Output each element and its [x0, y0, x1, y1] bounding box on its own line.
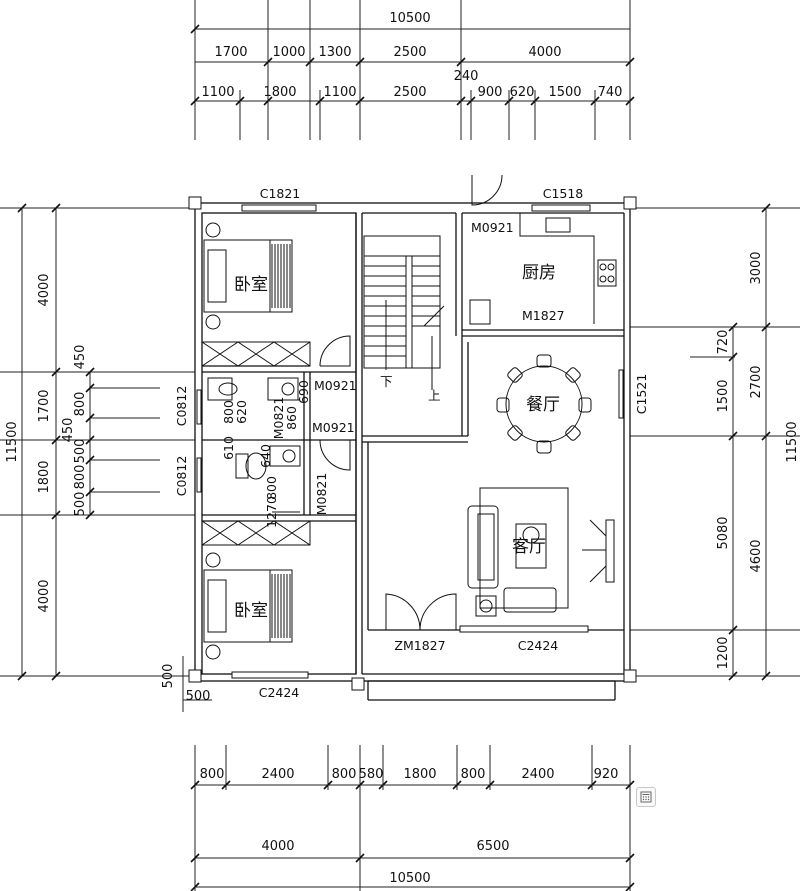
dim-top-row2: 1100	[323, 85, 356, 100]
dim-top-row2: 1100	[201, 85, 234, 100]
dim-left-inner: 450	[61, 418, 76, 443]
dim-left-outer: 4000	[37, 579, 52, 612]
dim-right-outer: 4600	[749, 539, 764, 572]
dim-top-row1: 2500	[393, 45, 426, 60]
stairs-down-label: 下	[380, 374, 393, 389]
bath-dim: 800	[221, 400, 236, 424]
window-label: C2424	[259, 685, 300, 700]
bath-dim: 690	[296, 380, 311, 404]
door-label: ZM1827	[394, 638, 445, 653]
dim-left-total: 11500	[5, 421, 20, 462]
dim-left-inner: 500	[73, 492, 88, 517]
dim-bottom-row1: 2400	[521, 767, 554, 782]
dim-bottom-row1: 920	[594, 767, 619, 782]
bath-dim: 1270	[264, 496, 279, 528]
dim-bottom-total: 10500	[389, 871, 430, 886]
dim-top-row2: 2500	[393, 85, 426, 100]
dim-top-row1: 4000	[528, 45, 561, 60]
dim-top-row1: 1700	[214, 45, 247, 60]
dim-bottom-row1: 1800	[403, 767, 436, 782]
room-living: 客厅	[512, 537, 546, 557]
room-bedroom-top: 卧室	[234, 275, 268, 295]
dim-top-extra: 240	[454, 69, 479, 84]
sofa-icon	[467, 487, 615, 617]
dim-bottom-row1: 800	[200, 767, 225, 782]
calculator-icon[interactable]	[636, 787, 656, 807]
door-label: M0921	[471, 220, 514, 235]
dim-left-inner: 500	[73, 439, 88, 464]
dim-bottom-row2: 4000	[261, 839, 294, 854]
dim-bottom-row1: 580	[359, 767, 384, 782]
dim-left-small: 500	[161, 664, 176, 689]
dim-bottom-row2: 6500	[476, 839, 509, 854]
dim-left-outer: 4000	[37, 273, 52, 306]
dim-right-inner: 1200	[716, 636, 731, 669]
dining-table-icon	[496, 354, 592, 454]
dim-right-outer: 2700	[749, 365, 764, 398]
door-label: M0921	[314, 378, 357, 393]
room-dining: 餐厅	[526, 395, 560, 415]
dim-top-row2: 1500	[548, 85, 581, 100]
room-kitchen: 厨房	[522, 263, 556, 283]
stairs-up-label: 上	[428, 388, 441, 403]
calculator-glyph	[640, 791, 652, 803]
window-label: C0812	[174, 456, 189, 497]
dim-right-total: 11500	[785, 421, 800, 462]
dim-top-row2: 740	[598, 85, 623, 100]
dim-right-inner: 1500	[716, 379, 731, 412]
bath-dim: 610	[221, 436, 236, 460]
dim-right-inner: 5080	[716, 516, 731, 549]
dim-left-inner: 800	[73, 392, 88, 417]
window-label: C1521	[634, 374, 649, 415]
dim-bottom-row1: 800	[461, 767, 486, 782]
window-label: C1518	[543, 186, 584, 201]
dim-bottom-small: 500	[186, 689, 211, 704]
dim-top-row2: 1800	[263, 85, 296, 100]
bath-dim: 640	[258, 444, 273, 468]
door-label: M0821	[271, 397, 286, 440]
room-bedroom-bottom: 卧室	[234, 601, 268, 621]
dim-top-total: 10500	[389, 11, 430, 26]
door-label: M1827	[522, 308, 565, 323]
bath-dim: 800	[264, 476, 279, 500]
window-label: C1821	[260, 186, 301, 201]
door-label: M0821	[314, 473, 329, 516]
door-label: M0921	[312, 420, 355, 435]
dim-right-outer: 3000	[749, 251, 764, 284]
bath-dim: 860	[284, 406, 299, 430]
dim-left-inner: 800	[73, 465, 88, 490]
window-label: C0812	[174, 386, 189, 427]
dim-top-row2: 900	[478, 85, 503, 100]
toilet-icon	[207, 377, 301, 480]
dim-left-outer: 1700	[37, 389, 52, 422]
dim-bottom-row1: 800	[332, 767, 357, 782]
dim-top-row1: 1300	[318, 45, 351, 60]
stove-icon	[469, 213, 617, 325]
dim-right-inner: 720	[716, 330, 731, 355]
window-label: C2424	[518, 638, 559, 653]
dim-top-row2: 620	[510, 85, 535, 100]
dim-left-inner: 450	[73, 345, 88, 370]
bath-dim: 620	[234, 400, 249, 424]
dim-left-outer: 1800	[37, 460, 52, 493]
dim-top-row1: 1000	[272, 45, 305, 60]
bed-icon	[203, 222, 293, 660]
dim-bottom-row1: 2400	[261, 767, 294, 782]
